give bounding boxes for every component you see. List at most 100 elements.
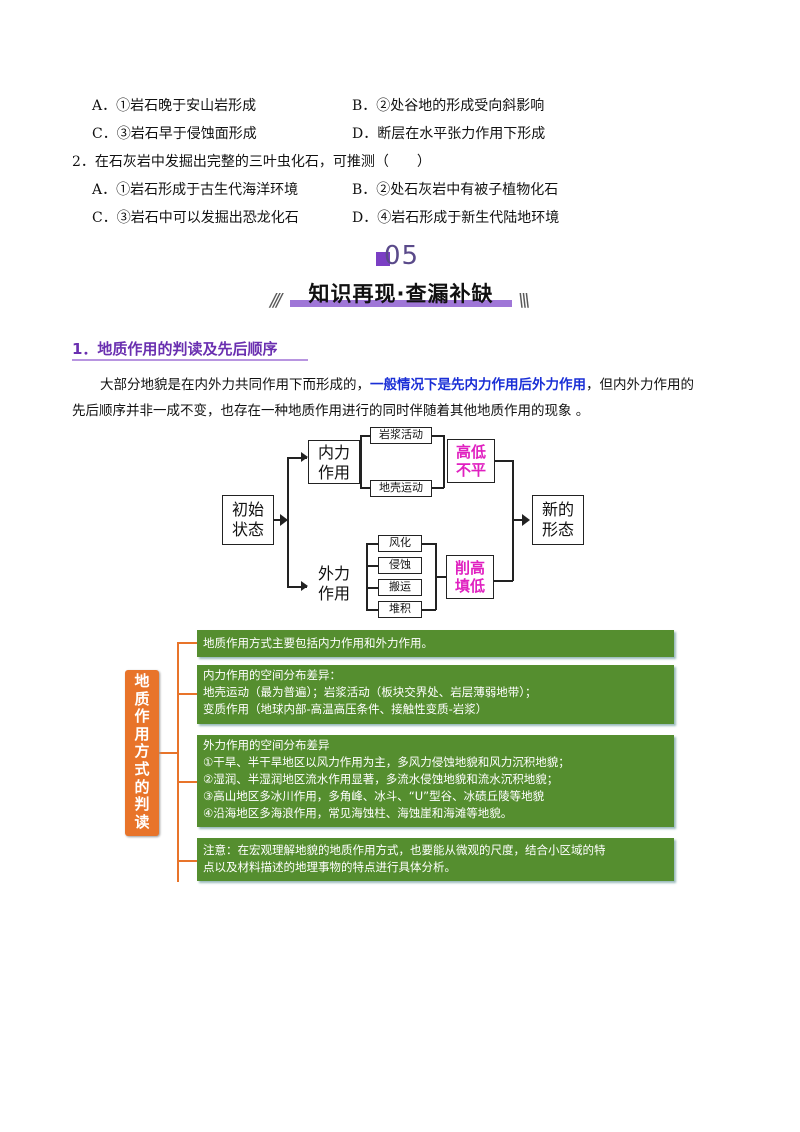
banner-right-slashes: \\\ bbox=[518, 290, 530, 311]
inner-branch-top bbox=[360, 435, 370, 437]
label-char: 用 bbox=[134, 724, 150, 743]
magma-activity-box: 岩浆活动 bbox=[370, 427, 432, 444]
box4-line: 点以及材料描述的地理事物的特点进行具体分析。 bbox=[203, 860, 456, 874]
box3-line: 外力作用的空间分布差异 bbox=[203, 738, 330, 752]
mindmap-label: 地 质 作 用 方 式 的 判 读 bbox=[125, 672, 159, 831]
mindmap-label-bar bbox=[125, 670, 159, 836]
transport-box: 搬运 bbox=[378, 579, 422, 596]
q1-option-b: B．②处谷地的形成受向斜影响 bbox=[352, 98, 545, 114]
outer-arrow-head bbox=[301, 581, 308, 591]
section-paragraph-line2: 先后顺序并非一成不变，也存在一种地质作用进行的同时伴随着其他地质作用的现象 。 bbox=[72, 403, 590, 419]
inner-line-2: 作用 bbox=[317, 463, 350, 482]
mindmap-branch-4 bbox=[177, 860, 197, 862]
box2-line: 变质作用（地球内部-高温高压条件、接触性变质-岩浆） bbox=[203, 702, 488, 716]
outer-branch-3 bbox=[366, 587, 378, 589]
inner-force-box: 内力 作用 bbox=[308, 440, 360, 484]
banner-left-slashes: /// bbox=[270, 290, 282, 311]
label-char: 的 bbox=[134, 777, 150, 796]
inner-result-line-2: 不平 bbox=[455, 461, 486, 479]
outer-merge-1 bbox=[422, 543, 436, 545]
initial-state-box: 初始 状态 bbox=[222, 495, 274, 545]
q2-option-a: A．①岩石形成于古生代海洋环境 bbox=[92, 182, 299, 198]
section-title: 1．地质作用的判读及先后顺序 bbox=[72, 340, 278, 358]
inner-line-1: 内力 bbox=[317, 443, 350, 462]
final-arrow-line bbox=[512, 519, 528, 521]
label-char: 判 bbox=[134, 795, 150, 814]
outer-merge-vertical bbox=[435, 543, 437, 610]
inner-merge-top bbox=[432, 435, 444, 437]
mindmap-spine bbox=[177, 642, 179, 882]
box3-line: ④沿海地区多海浪作用，常见海蚀柱、海蚀崖和海滩等地貌。 bbox=[203, 806, 513, 820]
final-arrow-head bbox=[522, 514, 530, 526]
para-text-1: 大部分地貌是在内外力共同作用下而形成的， bbox=[100, 377, 370, 393]
banner-number-square bbox=[376, 252, 390, 266]
right-bracket-bottom bbox=[494, 580, 513, 582]
outer-branch-1 bbox=[366, 543, 378, 545]
label-char: 方 bbox=[134, 742, 150, 761]
outer-result-line-1: 削高 bbox=[454, 559, 485, 577]
q2-option-c: C．③岩石中可以发掘出恐龙化石 bbox=[92, 210, 299, 226]
q1-option-c: C．③岩石早于侵蚀面形成 bbox=[92, 126, 257, 142]
outer-result-box: 削高 填低 bbox=[446, 555, 494, 599]
left-bracket-vertical bbox=[287, 457, 289, 587]
final-line-2: 形态 bbox=[541, 520, 574, 539]
label-char: 地 bbox=[134, 672, 150, 690]
right-bracket-top bbox=[495, 460, 513, 462]
q1-option-d: D．断层在水平张力作用下形成 bbox=[352, 126, 546, 142]
initial-arrow-head bbox=[280, 514, 288, 526]
box2-line: 地壳运动（最为普遍）；岩浆活动（板块交界处、岩层薄弱地带）； bbox=[203, 685, 537, 699]
outer-merge-4 bbox=[422, 609, 436, 611]
inner-merge-bottom bbox=[432, 487, 444, 489]
mindmap-stem bbox=[159, 752, 177, 754]
para-text-2: ，但内外力作用的 bbox=[586, 377, 694, 393]
left-bracket-bottom bbox=[287, 586, 307, 588]
mindmap-box-3: 外力作用的空间分布差异 ①干旱、半干旱地区以风力作用为主，多风力侵蚀地貌和风力沉… bbox=[197, 735, 674, 827]
outer-line-2: 作用 bbox=[317, 584, 350, 603]
label-char: 质 bbox=[134, 689, 150, 708]
section-underline bbox=[72, 359, 308, 361]
mindmap-box-2: 内力作用的空间分布差异： 地壳运动（最为普遍）；岩浆活动（板块交界处、岩层薄弱地… bbox=[197, 665, 674, 724]
outer-line-1: 外力 bbox=[317, 564, 350, 583]
inner-merge-vertical bbox=[443, 435, 445, 488]
inner-branch-vertical bbox=[360, 435, 362, 488]
mindmap-box-1: 地质作用方式主要包括内力作用和外力作用。 bbox=[197, 630, 674, 657]
banner-underline bbox=[290, 300, 512, 307]
outer-branch-vertical bbox=[366, 543, 368, 610]
label-char: 式 bbox=[134, 759, 150, 778]
label-char: 读 bbox=[134, 812, 150, 831]
inner-arrow-head bbox=[301, 452, 308, 462]
erosion-box: 侵蚀 bbox=[378, 557, 422, 574]
final-line-1: 新的 bbox=[541, 500, 574, 519]
outer-result-line-2: 填低 bbox=[454, 577, 485, 595]
left-bracket-top bbox=[287, 457, 307, 459]
section-paragraph: 大部分地貌是在内外力共同作用下而形成的，一般情况下是先内力作用后外力作用，但内外… bbox=[72, 372, 732, 398]
box3-line: ③高山地区多冰川作用，多角峰、冰斗、“U”型谷、冰碛丘陵等地貌 bbox=[203, 789, 545, 803]
outer-branch-2 bbox=[366, 565, 378, 567]
mindmap-box-4: 注意：在宏观理解地貌的地质作用方式，也要能从微观的尺度，结合小区域的特 点以及材… bbox=[197, 838, 674, 881]
box4-line: 注意：在宏观理解地貌的地质作用方式，也要能从微观的尺度，结合小区域的特 bbox=[203, 843, 606, 857]
outer-branch-4 bbox=[366, 609, 378, 611]
new-form-box: 新的 形态 bbox=[532, 495, 584, 545]
box3-line: ①干旱、半干旱地区以风力作用为主，多风力侵蚀地貌和风力沉积地貌； bbox=[203, 755, 570, 769]
inner-result-line-1: 高低 bbox=[455, 443, 486, 461]
q1-option-a: A．①岩石晚于安山岩形成 bbox=[92, 98, 257, 114]
banner-title: 知识再现·查漏补缺 bbox=[308, 282, 494, 306]
crustal-movement-box: 地壳运动 bbox=[370, 480, 432, 497]
para-highlight: 一般情况下是先内力作用后外力作用 bbox=[370, 377, 586, 393]
q2-option-d: D．④岩石形成于新生代陆地环境 bbox=[352, 210, 560, 226]
mindmap-branch-3 bbox=[177, 781, 197, 783]
inner-branch-bottom bbox=[360, 487, 370, 489]
q2-option-b: B．②处石灰岩中有被子植物化石 bbox=[352, 182, 559, 198]
inner-result-box: 高低 不平 bbox=[447, 439, 495, 483]
box3-line: ②湿润、半湿润地区流水作用显著，多流水侵蚀地貌和流水沉积地貌； bbox=[203, 772, 559, 786]
outer-force-box: 外力 作用 bbox=[308, 562, 360, 606]
label-char: 作 bbox=[134, 707, 150, 726]
right-bracket-vertical bbox=[512, 460, 514, 581]
weathering-box: 风化 bbox=[378, 535, 422, 552]
initial-line-1: 初始 bbox=[231, 500, 264, 519]
deposition-box: 堆积 bbox=[378, 601, 422, 618]
outer-merge-to-result bbox=[436, 576, 446, 578]
initial-line-2: 状态 bbox=[231, 520, 264, 539]
mindmap-branch-1 bbox=[177, 642, 197, 644]
q2-stem: 2．在石灰岩中发掘出完整的三叶虫化石，可推测（ ） bbox=[72, 154, 431, 170]
